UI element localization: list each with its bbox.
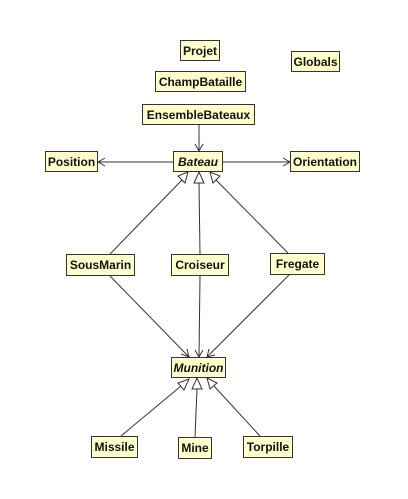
class-torpille[interactable]: Torpille — [243, 436, 293, 458]
class-projet[interactable]: Projet — [180, 40, 220, 61]
class-croiseur[interactable]: Croiseur — [171, 254, 229, 276]
class-mine[interactable]: Mine — [178, 437, 212, 459]
class-fregate[interactable]: Fregate — [270, 253, 325, 275]
association-sousmarin-munition — [109, 275, 190, 358]
generalization-torpille-munition — [206, 377, 261, 437]
generalization-missile-munition — [120, 378, 190, 437]
generalization-sousmarin-bateau — [109, 171, 189, 255]
generalization-croiseur-bateau — [193, 170, 205, 255]
generalization-mine-munition — [191, 376, 203, 438]
class-position[interactable]: Position — [45, 151, 98, 172]
association-croiseur-munition — [194, 275, 204, 359]
class-champbataille[interactable]: ChampBataille — [155, 71, 246, 92]
class-sousmarin[interactable]: SousMarin — [66, 254, 135, 276]
association-fregate-munition — [206, 274, 290, 358]
class-bateau[interactable]: Bateau — [173, 151, 223, 172]
class-ensemblebateaux[interactable]: EnsembleBateaux — [142, 104, 255, 125]
class-globals[interactable]: Globals — [291, 51, 340, 72]
generalization-fregate-bateau — [209, 171, 289, 254]
association-bateau-orientation — [223, 157, 292, 167]
class-orientation[interactable]: Orientation — [290, 151, 360, 172]
association-bateau-position — [96, 157, 173, 167]
association-ensemblebateaux-bateau — [194, 125, 204, 153]
class-missile[interactable]: Missile — [91, 436, 138, 458]
class-munition[interactable]: Munition — [171, 357, 226, 378]
